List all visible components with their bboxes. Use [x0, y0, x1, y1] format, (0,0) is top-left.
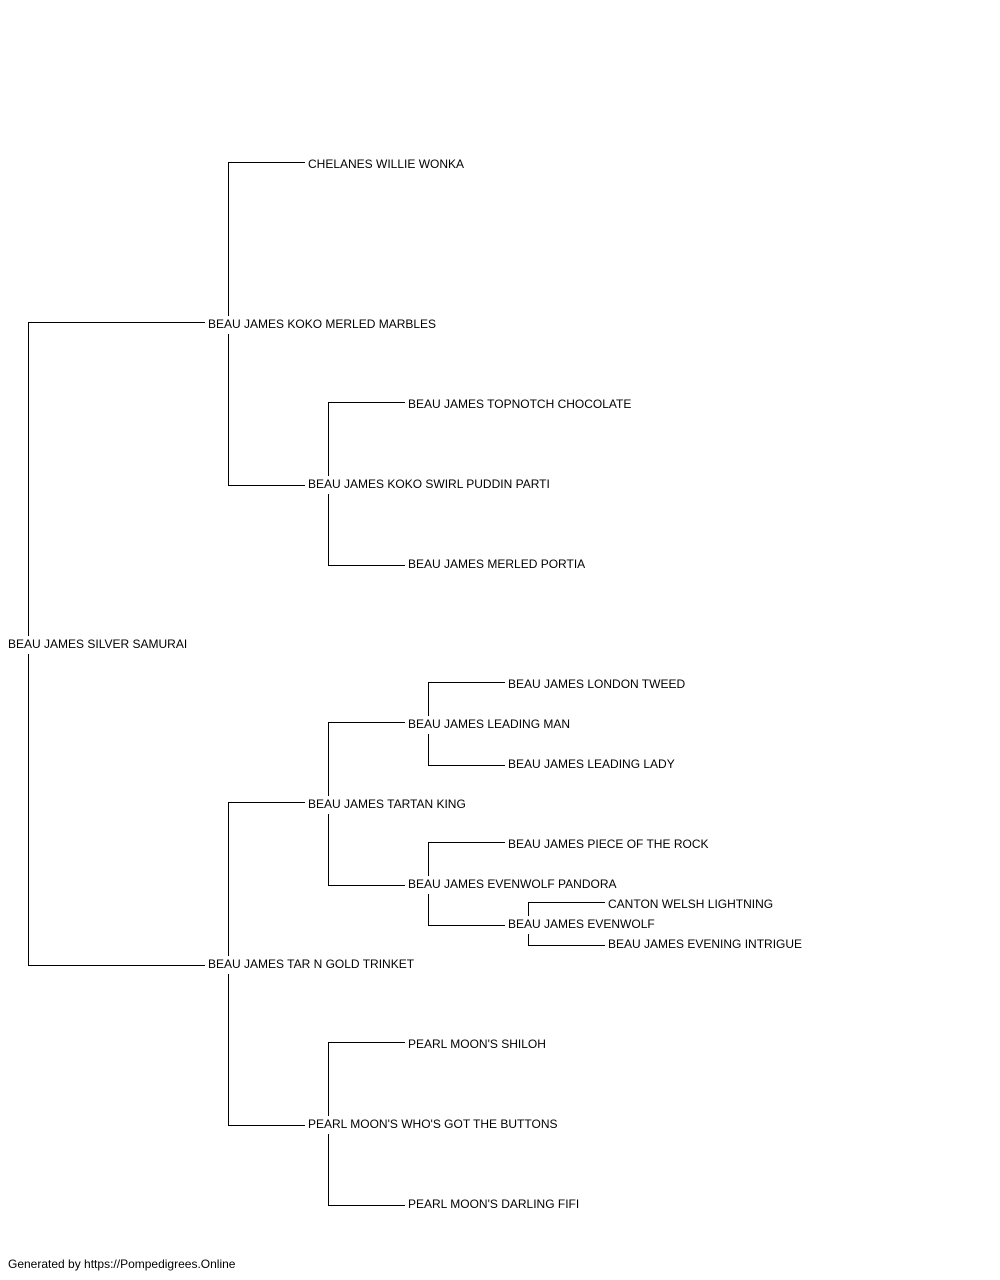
dam-sire-dam-sire-name: BEAU JAMES PIECE OF THE ROCK — [508, 837, 711, 851]
dam-dam-dam-name: PEARL MOON'S DARLING FIFI — [408, 1197, 582, 1211]
dam-sire-dam-dam-sire-name: CANTON WELSH LIGHTNING — [608, 897, 776, 911]
generator-credit: Generated by https://Pompedigrees.Online — [8, 1257, 236, 1271]
dam-name: BEAU JAMES TAR N GOLD TRINKET — [208, 957, 417, 971]
sire-sire-name: CHELANES WILLIE WONKA — [308, 157, 467, 171]
subject-dog-name: BEAU JAMES SILVER SAMURAI — [8, 637, 190, 651]
dam-sire-dam-dam-dam-name: BEAU JAMES EVENING INTRIGUE — [608, 937, 805, 951]
dam-sire-sire-dam-name: BEAU JAMES LEADING LADY — [508, 757, 677, 771]
sire-name: BEAU JAMES KOKO MERLED MARBLES — [208, 317, 439, 331]
dam-sire-name: BEAU JAMES TARTAN KING — [308, 797, 468, 811]
dam-sire-sire-name: BEAU JAMES LEADING MAN — [408, 717, 573, 731]
dam-sire-dam-name: BEAU JAMES EVENWOLF PANDORA — [408, 877, 619, 891]
dam-dam-name: PEARL MOON'S WHO'S GOT THE BUTTONS — [308, 1117, 560, 1131]
sire-dam-name: BEAU JAMES KOKO SWIRL PUDDIN PARTI — [308, 477, 552, 491]
sire-dam-dam-name: BEAU JAMES MERLED PORTIA — [408, 557, 588, 571]
dam-sire-sire-sire-name: BEAU JAMES LONDON TWEED — [508, 677, 688, 691]
dam-sire-dam-dam-name: BEAU JAMES EVENWOLF — [508, 917, 657, 931]
sire-dam-sire-name: BEAU JAMES TOPNOTCH CHOCOLATE — [408, 397, 634, 411]
dam-dam-sire-name: PEARL MOON'S SHILOH — [408, 1037, 548, 1051]
